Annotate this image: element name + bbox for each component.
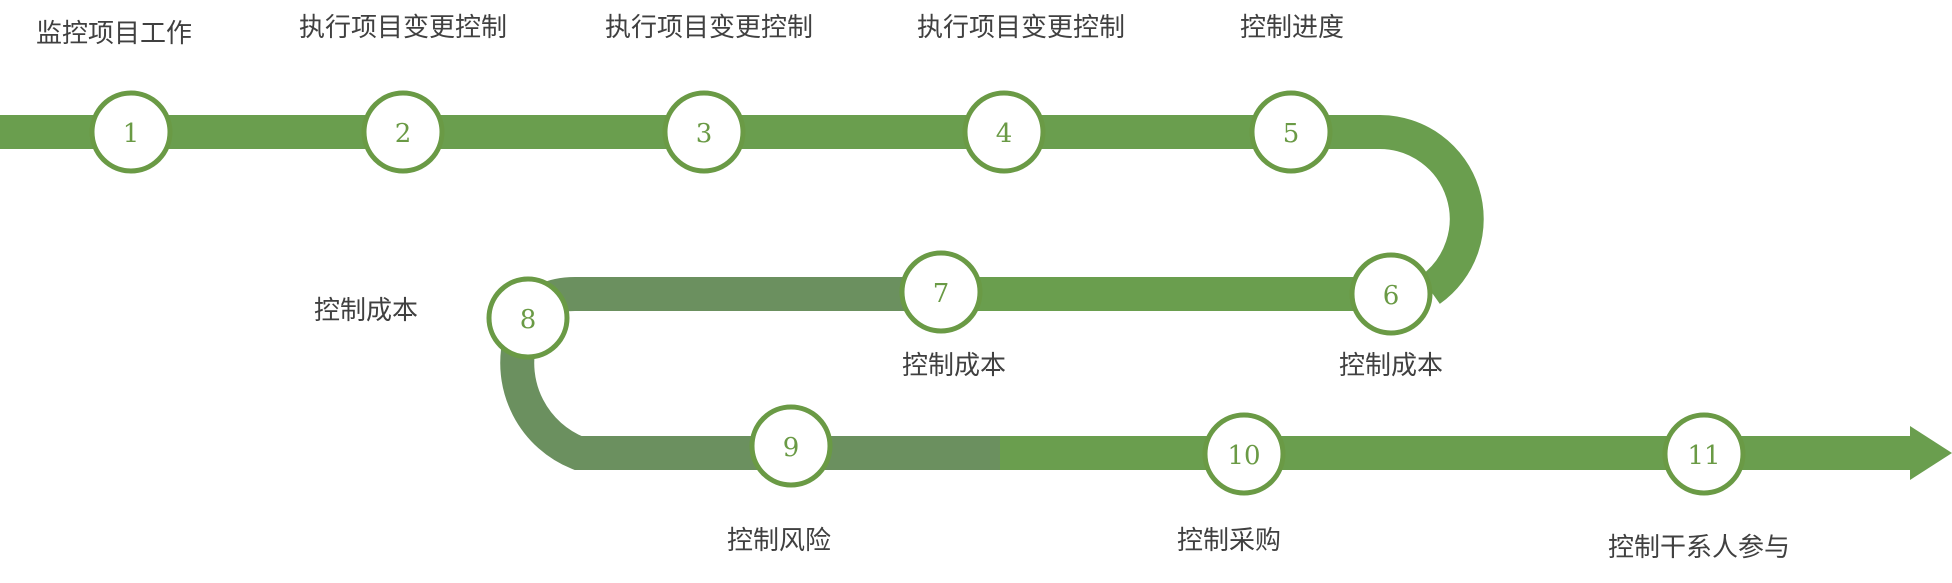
step-label-4: 执行项目变更控制 [916,13,1125,43]
step-node-6: 6 [1349,252,1433,336]
step-number-8: 8 [520,305,537,335]
step-node-9: 9 [749,404,833,488]
step-node-10: 10 [1202,412,1286,496]
step-number-3: 3 [696,119,713,149]
step-node-4: 4 [962,90,1046,174]
step-number-5: 5 [1283,119,1300,149]
step-label-10: 控制采购 [1177,526,1282,556]
arrow-head-icon [1910,426,1952,480]
step-node-2: 2 [361,90,445,174]
step-label-9: 控制风险 [727,526,832,556]
step-label-8: 控制成本 [314,296,419,326]
step-number-2: 2 [395,119,412,149]
track-row-1 [0,115,1484,304]
step-node-7: 7 [899,250,983,334]
step-label-1: 监控项目工作 [36,19,193,49]
step-number-7: 7 [933,279,950,309]
step-node-1: 1 [89,90,173,174]
step-number-9: 9 [783,433,800,463]
step-number-6: 6 [1383,281,1400,311]
step-number-11: 11 [1687,441,1720,471]
step-label-6: 控制成本 [1339,351,1444,381]
step-label-11: 控制干系人参与 [1608,533,1791,563]
step-label-3: 执行项目变更控制 [604,13,813,43]
step-node-8: 8 [486,276,570,360]
track-curve-2 [500,335,1000,470]
step-label-7: 控制成本 [902,351,1007,381]
step-number-1: 1 [123,119,140,149]
step-node-5: 5 [1249,90,1333,174]
step-number-10: 10 [1227,441,1260,471]
step-node-3: 3 [662,90,746,174]
step-number-4: 4 [996,119,1013,149]
step-node-11: 11 [1662,412,1746,496]
track-row-2-dark [512,277,940,327]
step-label-5: 控制进度 [1240,13,1345,43]
step-label-2: 执行项目变更控制 [299,13,508,43]
